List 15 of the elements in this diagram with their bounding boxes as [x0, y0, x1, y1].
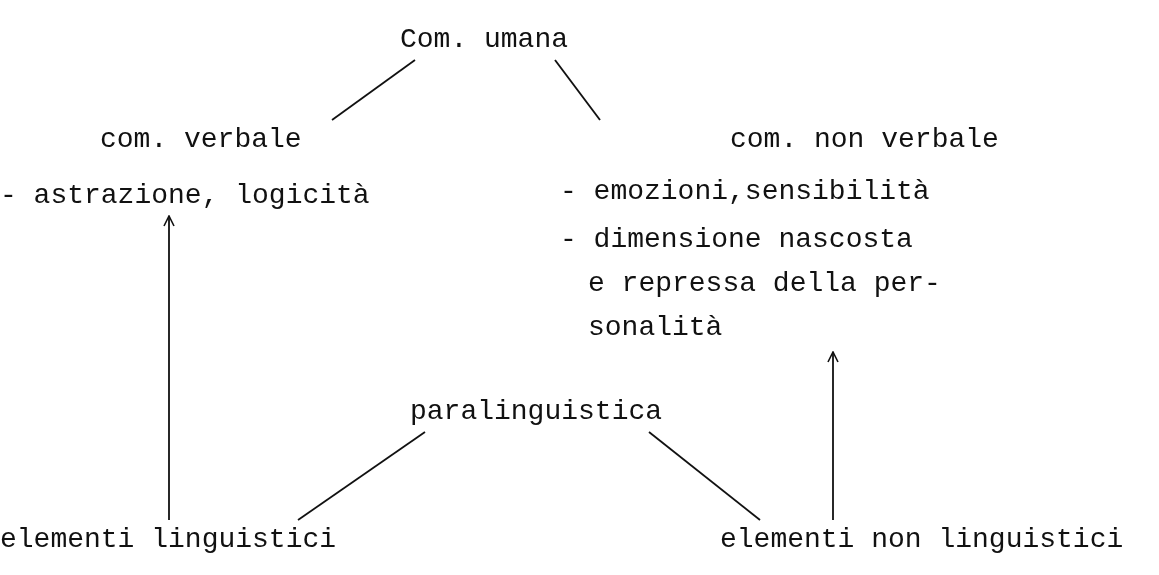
node-label: Com. umana	[400, 23, 569, 57]
connector-line	[331, 59, 416, 121]
node-title: com. verbale	[100, 123, 302, 157]
list-item-text: - dimensione nascosta e repressa della per- sonalità	[560, 223, 942, 345]
arrow	[163, 215, 175, 521]
connector-line	[554, 59, 601, 121]
node-label: elementi linguistici	[0, 523, 337, 557]
node-label: elementi non linguistici	[720, 523, 1124, 557]
connector-line	[648, 431, 761, 521]
connector-line	[297, 431, 426, 521]
list-item-text: - astrazione, logicità	[0, 179, 370, 213]
list-item-text: - emozioni,sensibilità	[560, 175, 930, 209]
node-label: paralinguistica	[410, 395, 663, 429]
node-title: com. non verbale	[730, 123, 999, 157]
arrow	[827, 351, 839, 521]
